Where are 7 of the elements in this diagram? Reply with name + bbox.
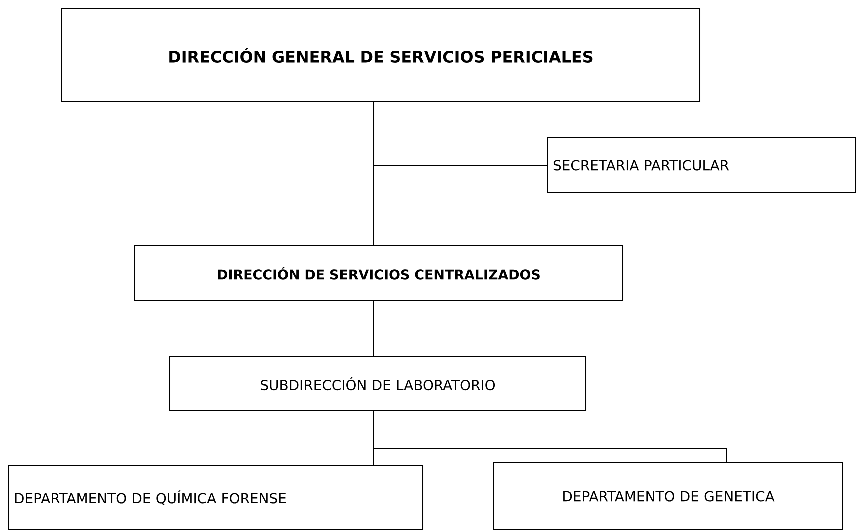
org-box: SUBDIRECCIÓN DE LABORATORIO bbox=[170, 356, 586, 412]
org-box: DEPARTAMENTO DE GENETICA bbox=[494, 462, 844, 530]
org-box: SECRETARIA PARTICULAR bbox=[548, 138, 856, 194]
org-box: DEPARTAMENTO DE QUÍMICA FORENSE bbox=[8, 466, 424, 530]
connector-line bbox=[374, 102, 548, 166]
org-box: DIRECCIÓN DE SERVICIOS CENTRALIZADOS bbox=[134, 246, 624, 302]
org-box: DIRECCIÓN GENERAL DE SERVICIOS PERICIALES bbox=[62, 8, 700, 102]
